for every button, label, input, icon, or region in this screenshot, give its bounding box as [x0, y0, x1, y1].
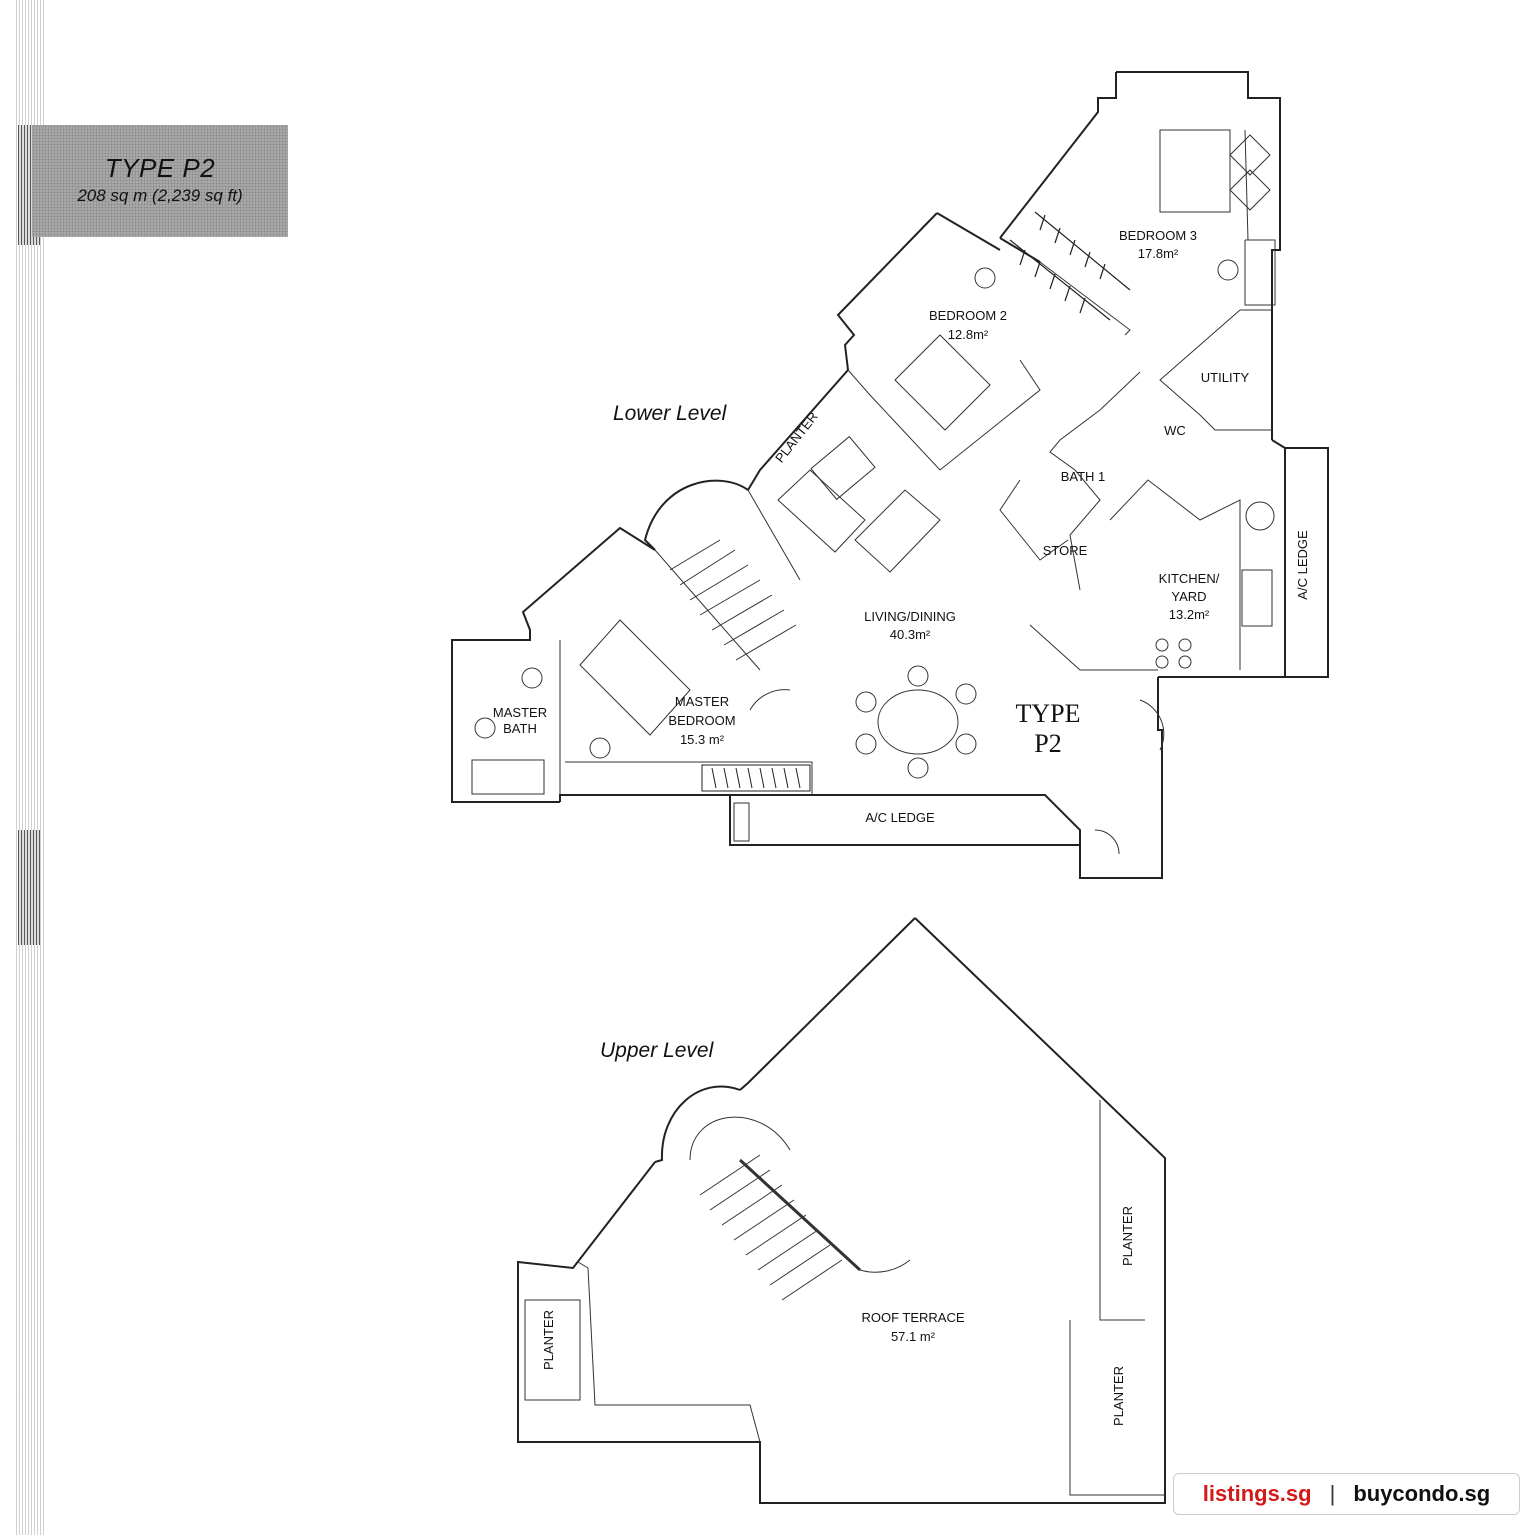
bed-3	[1159, 129, 1231, 213]
label-planter-left: PLANTER	[541, 1310, 556, 1370]
label-store: STORE	[1043, 543, 1088, 558]
unit-type-area: 208 sq m (2,239 sq ft)	[77, 186, 243, 205]
area-bedroom3: 17.8m²	[1138, 246, 1179, 261]
label-master-bath-2: BATH	[503, 721, 537, 736]
unit-type-title: TYPE P2	[104, 153, 216, 183]
label-master-bath-1: MASTER	[493, 705, 547, 720]
upper-level-walls	[517, 917, 1166, 1504]
plan-type-1: TYPE	[1016, 699, 1081, 728]
area-roof-terrace: 57.1 m²	[891, 1329, 936, 1344]
label-kitchen-2: YARD	[1171, 589, 1206, 604]
label-master-bedroom-2: BEDROOM	[668, 713, 735, 728]
label-master-bedroom-1: MASTER	[675, 694, 729, 709]
footer-watermark: listings.sg | buycondo.sg	[1173, 1473, 1520, 1515]
label-lower-level: Lower Level	[613, 402, 728, 425]
lower-furniture	[471, 129, 1275, 855]
area-master-bedroom: 15.3 m²	[680, 732, 725, 747]
plan-type-2: P2	[1034, 729, 1061, 758]
label-bedroom3: BEDROOM 3	[1119, 228, 1197, 243]
label-living: LIVING/DINING	[864, 609, 956, 624]
label-planter-right-bottom: PLANTER	[1111, 1366, 1126, 1426]
scan-edge-strip	[16, 0, 44, 1535]
dining-table	[877, 689, 959, 755]
label-ac-ledge-right: A/C LEDGE	[1295, 530, 1310, 600]
label-wc: WC	[1164, 423, 1186, 438]
footer-link-buycondo[interactable]: buycondo.sg	[1353, 1481, 1491, 1506]
bed-master	[579, 619, 691, 736]
label-upper-level: Upper Level	[600, 1039, 715, 1062]
label-kitchen-1: KITCHEN/	[1159, 571, 1220, 586]
label-utility: UTILITY	[1201, 370, 1250, 385]
label-planter-lower: PLANTER	[772, 409, 821, 465]
unit-type-box: TYPE P2 208 sq m (2,239 sq ft)	[32, 125, 288, 237]
area-bedroom2: 12.8m²	[948, 327, 989, 342]
lower-level-walls	[451, 71, 1329, 879]
footer-separator: |	[1329, 1481, 1336, 1506]
area-kitchen: 13.2m²	[1169, 607, 1210, 622]
label-planter-right-top: PLANTER	[1120, 1206, 1135, 1266]
label-ac-ledge-bottom: A/C LEDGE	[865, 810, 935, 825]
scan-edge-dark-mid	[18, 830, 40, 945]
label-bath1: BATH 1	[1061, 469, 1106, 484]
label-bedroom2: BEDROOM 2	[929, 308, 1007, 323]
bed-2	[894, 334, 991, 431]
label-roof-terrace: ROOF TERRACE	[861, 1310, 964, 1325]
area-living: 40.3m²	[890, 627, 931, 642]
footer-link-listings[interactable]: listings.sg	[1202, 1481, 1312, 1506]
